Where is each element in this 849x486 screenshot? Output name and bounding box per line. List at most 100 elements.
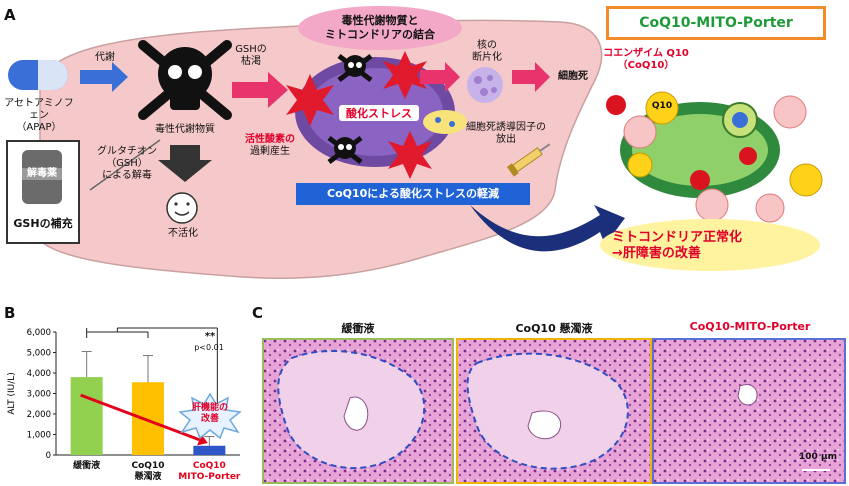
oxidative-stress-label: 酸化ストレス xyxy=(339,105,419,121)
ros-face-icon xyxy=(623,95,807,223)
apap-name: アセトアミノフェン xyxy=(4,98,74,121)
toxic-metabolite-label: 毒性代謝物質 xyxy=(155,124,215,135)
q10-label: Q10 xyxy=(651,101,673,111)
trend-arrow xyxy=(80,393,200,442)
panel-b-letter: B xyxy=(4,304,16,322)
capsule-icon xyxy=(8,60,68,90)
x-tick-label: CoQ10 xyxy=(132,461,165,471)
y-tick-label: 1,000 xyxy=(27,431,51,441)
micrograph-title-buffer: 緩衝液 xyxy=(341,322,375,335)
small-skull-icon xyxy=(337,54,373,82)
death-factor-label: 細胞死誘導因子の 放出 xyxy=(456,122,556,146)
cell-death-arrow xyxy=(512,62,550,92)
glutathione-line3: による解毒 xyxy=(102,170,152,181)
x-tick-label: 緩衝液 xyxy=(73,459,101,471)
death-factor-line1: 細胞死誘導因子の xyxy=(466,122,546,133)
gsh-depletion-line2: 枯渇 xyxy=(241,56,261,67)
normalize-label: ミトコンドリア正常化 →肝障害の改善 xyxy=(612,230,812,262)
coq10-reduction-banner: CoQ10による酸化ストレスの軽減 xyxy=(296,183,530,205)
callout-line1: 肝機能の xyxy=(191,403,228,413)
x-tick-label: 懸濁液 xyxy=(134,470,162,482)
micrograph-panels xyxy=(262,338,846,484)
cell-death-label: 細胞死 xyxy=(558,71,588,82)
bar xyxy=(132,382,164,455)
smiley-icon xyxy=(166,192,198,224)
y-tick-label: 0 xyxy=(46,451,51,461)
q10-character-icon xyxy=(627,91,823,197)
antidote-bottle-icon: 解毒薬 xyxy=(22,150,62,204)
ros-line1: 活性酸素の xyxy=(245,134,295,145)
y-tick-label: 5,000 xyxy=(27,349,51,359)
small-skull-icon xyxy=(327,136,363,164)
x-tick-label: CoQ10 xyxy=(193,461,226,471)
antidote-label: 解毒薬 xyxy=(22,168,62,180)
glutathione-line2: （GSH） xyxy=(106,158,148,169)
glutathione-line1: グルタチオン xyxy=(97,146,157,157)
ros-star-icon xyxy=(286,74,334,126)
micrograph-title-suspension: CoQ10 懸濁液 xyxy=(515,322,593,335)
inactivation-label: 不活化 xyxy=(168,228,198,239)
improvement-arrow xyxy=(470,205,625,252)
glutathione-label: グルタチオン （GSH） による解毒 xyxy=(92,146,162,182)
callout-burst xyxy=(178,392,242,440)
ros-star-icon xyxy=(388,131,432,179)
panel-c-letter: C xyxy=(252,304,264,322)
gsh-supply-label: GSHの補充 xyxy=(13,217,73,230)
binding-label: 毒性代謝物質と ミトコンドリアの結合 xyxy=(300,14,460,42)
liver-improvement-callout: 肝機能の 改善 xyxy=(185,403,235,425)
normalize-line1: ミトコンドリア正常化 xyxy=(612,230,743,245)
vessel-shape xyxy=(737,384,758,406)
callout-line2: 改善 xyxy=(200,414,219,424)
trend-arrowhead xyxy=(197,434,208,446)
red-mask-icon xyxy=(606,95,757,190)
coenzyme-line2: （CoQ10） xyxy=(617,60,675,71)
vessel-shape xyxy=(343,396,369,431)
normalize-line2: →肝障害の改善 xyxy=(612,246,701,261)
coenzyme-line1: コエンザイム Q10 xyxy=(603,48,689,59)
y-axis-label: ALT (IU/L) xyxy=(7,372,17,415)
y-tick-label: 4,000 xyxy=(27,369,51,379)
syringe-icon xyxy=(506,143,551,177)
binding-line1: 毒性代謝物質と xyxy=(341,14,419,27)
mito-porter-graphic xyxy=(620,102,780,198)
y-tick-label: 2,000 xyxy=(27,410,51,420)
bar xyxy=(70,377,103,455)
x-tick-label: MITO-Porter xyxy=(178,472,241,482)
fragmented-nucleus-icon xyxy=(467,67,503,103)
panel-a-graphics xyxy=(8,6,823,279)
ros-line2: 過剰産生 xyxy=(250,146,290,157)
panel-a-letter: A xyxy=(4,6,16,24)
y-tick-label: 3,000 xyxy=(27,390,51,400)
death-factor-line2: 放出 xyxy=(496,134,516,145)
binding-line2: ミトコンドリアの結合 xyxy=(325,28,435,41)
nucleus-line1: 核の xyxy=(477,40,497,51)
y-tick-label: 6,000 xyxy=(27,328,51,338)
nucleus-arrow xyxy=(420,62,460,92)
vessel-shape xyxy=(527,410,562,440)
significance-stars: ** xyxy=(204,331,216,342)
apap-label: アセトアミノフェン （APAP） xyxy=(0,98,78,134)
metabolism-arrow xyxy=(80,62,128,92)
coenzyme-label: コエンザイム Q10 （CoQ10） xyxy=(590,48,702,72)
inactivation-arrow xyxy=(158,145,212,182)
ros-label: 活性酸素の 過剰産生 xyxy=(234,134,306,158)
bar xyxy=(193,445,226,455)
metabolism-label: 代謝 xyxy=(95,52,115,63)
p-value: p<0.01 xyxy=(194,343,224,352)
ros-star-icon xyxy=(383,51,427,99)
micrograph-porter xyxy=(652,338,846,484)
scale-bar-label: 100 μm xyxy=(799,452,837,462)
gsh-depletion-arrow xyxy=(232,72,288,108)
skull-icon xyxy=(138,40,232,120)
apap-abbr: （APAP） xyxy=(16,122,62,133)
detox-pointer xyxy=(89,139,161,191)
nucleus-line2: 断片化 xyxy=(472,52,502,63)
micrograph-title-porter: CoQ10-MITO-Porter xyxy=(689,320,811,333)
binding-oval xyxy=(298,6,462,50)
mito-porter-title: CoQ10-MITO-Porter xyxy=(606,6,826,40)
gsh-depletion-line1: GSHの xyxy=(235,44,267,55)
gsh-depletion-label: GSHの 枯渇 xyxy=(226,44,276,68)
nucleus-label: 核の 断片化 xyxy=(462,40,512,64)
normalize-glow xyxy=(600,219,820,271)
death-factor-burst xyxy=(423,110,467,134)
